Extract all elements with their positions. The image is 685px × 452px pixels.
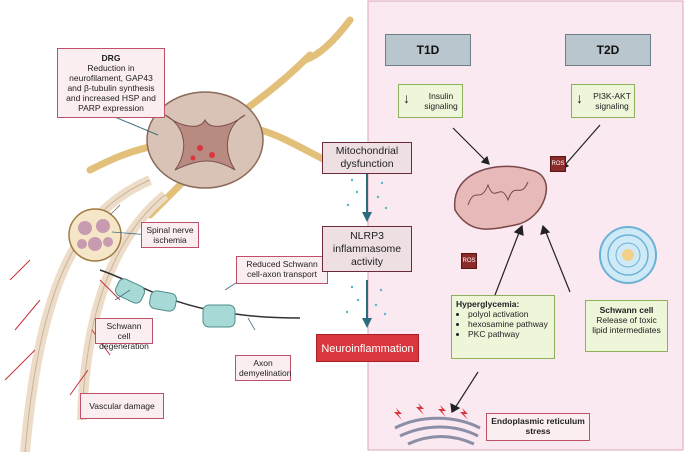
down-arrow-icon: ↓: [403, 90, 410, 106]
mitochondrion: [454, 165, 548, 230]
t2d-header: T2D: [565, 34, 651, 66]
reduced-transport-label: Reduced Schwann cell-axon transport: [236, 256, 328, 284]
list-item: PKC pathway: [468, 329, 550, 339]
blood-vessels: [4, 175, 169, 452]
axon-demyelination-label: Axon demyelination: [235, 355, 291, 381]
schwann-degeneration-label: Schwann cell degeneration: [95, 318, 153, 351]
vascular-damage-label: Vascular damage: [80, 393, 164, 419]
schwann-cell-box: Schwann cell Release of toxic lipid inte…: [585, 300, 668, 352]
myelinated-axon: [99, 269, 301, 328]
spinal-cord: [146, 91, 264, 189]
ros-badge-2: ROS: [461, 253, 477, 269]
hyperglycemia-list: polyol activation hexosamine pathway PKC…: [456, 309, 550, 339]
pi3k-akt-box: ↓ PI3K-AKT signaling: [571, 84, 635, 118]
insulin-signaling-text: Insulin signaling: [424, 91, 458, 111]
er-stress-label: Endoplasmic reticulum stress: [486, 413, 590, 441]
flow-arrow-1: [362, 174, 372, 222]
mechanism-panel: [367, 0, 684, 451]
down-arrow-icon: ↓: [576, 90, 583, 106]
drg-title: DRG: [101, 53, 121, 63]
schwann-cell-text: Release of toxic lipid intermediates: [592, 315, 661, 335]
hyperglycemia-box: Hyperglycemia: polyol activation hexosam…: [451, 295, 555, 359]
flow-arrow-2: [362, 280, 372, 328]
drg-text: Reduction in neurofilament, GAP43 and β-…: [66, 63, 156, 113]
drg-label: DRG Reduction in neurofilament, GAP43 an…: [57, 48, 165, 118]
nerve-cross-section: [68, 208, 122, 262]
drg-pointer: [109, 114, 159, 136]
neuroinflammation-box: Neuroinflammation: [316, 334, 419, 362]
list-item: polyol activation: [468, 309, 550, 319]
insulin-signaling-box: ↓ Insulin signaling: [398, 84, 463, 118]
list-item: hexosamine pathway: [468, 319, 550, 329]
pi3k-akt-text: PI3K-AKT signaling: [593, 91, 631, 111]
hyperglycemia-title: Hyperglycemia:: [456, 299, 520, 309]
er-illustration: [394, 416, 481, 446]
t1d-header: T1D: [385, 34, 471, 66]
schwann-cell-illustration: [599, 226, 657, 284]
nlrp3-box: NLRP3 inflammasome activity: [322, 226, 412, 272]
ros-badge-1: ROS: [550, 156, 566, 172]
schwann-cell-title: Schwann cell: [599, 305, 654, 315]
spinal-nerve-ischemia-label: Spinal nerve ischemia: [141, 222, 199, 248]
mitochondrial-dysfunction-box: Mitochondrial dysfunction: [322, 142, 412, 174]
